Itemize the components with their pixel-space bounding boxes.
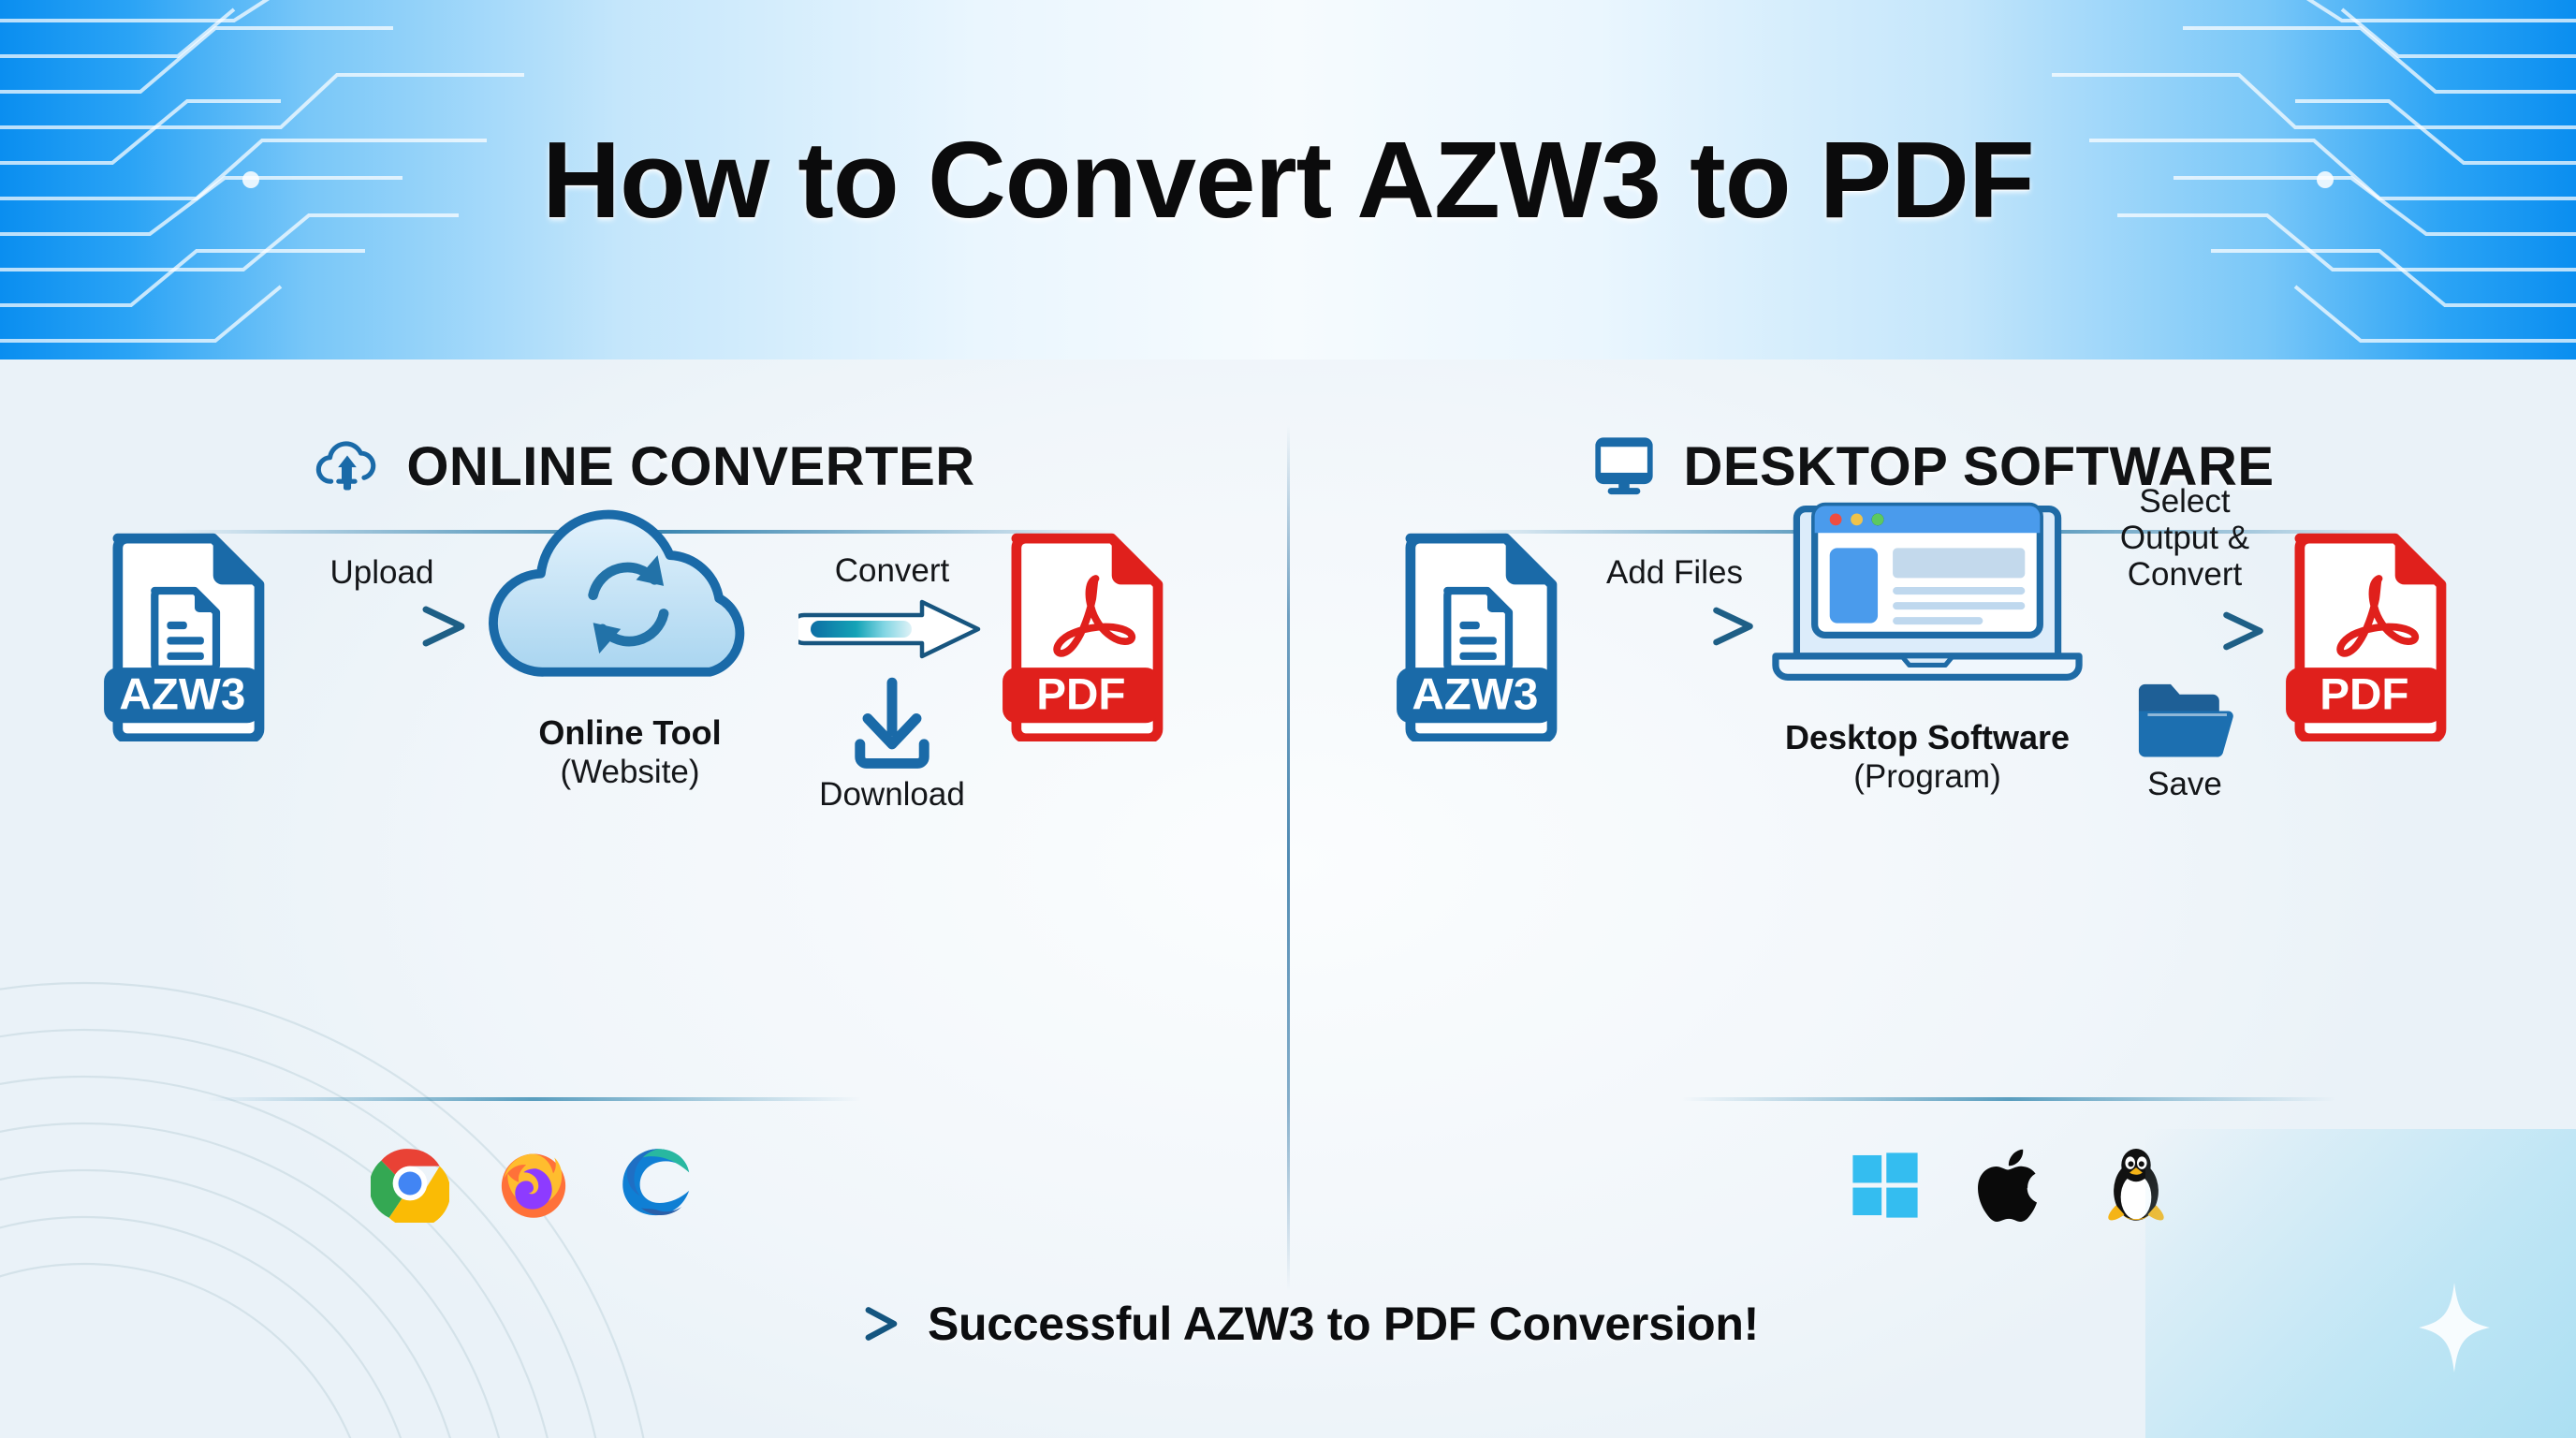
online-source-file-node: AZW3 <box>101 526 288 741</box>
desktop-software-sub: (Program) <box>1853 758 2001 796</box>
circuit-pattern <box>0 0 2576 343</box>
desktop-software-flow: AZW3 Add Files <box>1288 483 2576 803</box>
desktop-software-node: Desktop Software (Program) <box>1768 500 2086 797</box>
monitor-icon <box>1595 437 1654 495</box>
azw3-file-icon: AZW3 <box>104 533 265 741</box>
azw3-file-icon: AZW3 <box>1397 533 1558 741</box>
arrow-right-icon <box>2100 611 2263 650</box>
cloud-sync-icon <box>489 509 745 677</box>
content-columns: ONLINE CONVERTER <box>0 360 2576 1438</box>
azw3-file-label: AZW3 <box>1412 670 1538 720</box>
online-tool-name: Online Tool <box>538 713 722 752</box>
browser-separator <box>206 1097 861 1101</box>
firefox-logo <box>501 1153 566 1218</box>
folder-open-icon <box>2138 683 2233 757</box>
online-converter-heading-label: ONLINE CONVERTER <box>406 435 975 497</box>
os-separator <box>1681 1097 2336 1101</box>
download-icon <box>855 677 929 770</box>
step-add-files: Add Files <box>1581 554 1768 653</box>
header-banner: How to Convert AZW3 to PDF <box>0 0 2576 360</box>
linux-logo <box>2108 1149 2164 1221</box>
pdf-file-label: PDF <box>2320 670 2408 720</box>
step-convert: Convert <box>784 552 1000 814</box>
arrow-right-icon <box>817 1307 898 1341</box>
step-save-label: Save <box>2147 765 2222 802</box>
arrow-right-icon <box>1590 607 1753 646</box>
desktop-software-name: Desktop Software <box>1784 718 2071 756</box>
pdf-file-icon: PDF <box>1003 533 1164 741</box>
footer-summary: Successful AZW3 to PDF Conversion! <box>0 1297 2576 1351</box>
online-converter-flow: AZW3 Upload <box>0 500 1288 814</box>
online-tool-caption: Online Tool (Website) <box>538 713 721 792</box>
column-divider <box>1287 425 1290 1291</box>
desktop-software-caption: Desktop Software (Program) <box>1785 718 2070 797</box>
online-tool-node: Online Tool (Website) <box>476 500 784 792</box>
online-result-file-node: PDF <box>1000 526 1187 741</box>
footer-summary-text: Successful AZW3 to PDF Conversion! <box>927 1298 1760 1350</box>
pdf-file-icon: PDF <box>2286 533 2447 741</box>
step-upload: Upload <box>288 554 476 653</box>
page-title: How to Convert AZW3 to PDF <box>542 119 2035 241</box>
desktop-software-heading-label: DESKTOP SOFTWARE <box>1683 435 2275 497</box>
desktop-software-heading: DESKTOP SOFTWARE <box>1288 416 2576 517</box>
section-online-converter: ONLINE CONVERTER <box>0 360 1288 1438</box>
step-convert-label: Convert <box>834 552 950 589</box>
arrow-right-icon <box>294 606 465 647</box>
laptop-app-icon <box>1772 502 2083 681</box>
desktop-source-file-node: AZW3 <box>1394 526 1581 741</box>
edge-logo <box>622 1149 690 1216</box>
step-add-files-label: Add Files <box>1606 554 1743 591</box>
pdf-file-label: PDF <box>1036 670 1125 720</box>
azw3-file-label: AZW3 <box>119 670 245 720</box>
online-converter-heading: ONLINE CONVERTER <box>0 416 1288 517</box>
step-upload-label: Upload <box>329 554 434 591</box>
desktop-result-file-node: PDF <box>2283 526 2470 741</box>
progress-arrow-icon <box>798 599 981 659</box>
apple-logo <box>1978 1149 2038 1222</box>
windows-logo <box>1852 1152 1918 1218</box>
online-tool-sub: (Website) <box>560 754 700 791</box>
step-select-output-label: Select Output & Convert <box>2119 483 2250 594</box>
browser-logo-row <box>206 1144 861 1223</box>
step-download-label: Download <box>819 776 965 814</box>
section-desktop-software: DESKTOP SOFTWARE <box>1288 360 2576 1438</box>
os-logo-row <box>1681 1144 2336 1226</box>
cloud-upload-icon <box>316 441 376 491</box>
step-select-output: Select Output & Convert Save <box>2086 483 2283 803</box>
chrome-logo <box>371 1149 449 1223</box>
